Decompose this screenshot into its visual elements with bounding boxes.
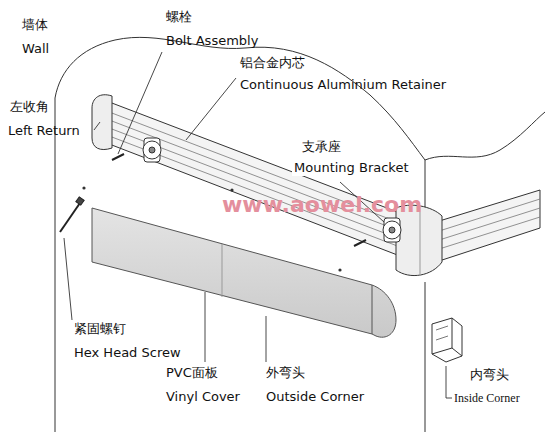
wall-label-zh: 墙体	[22, 18, 48, 33]
inside-corner	[432, 318, 462, 362]
leader-line	[64, 52, 452, 398]
vinyl-label-zh: PVC面板	[166, 366, 218, 381]
watermark: www.aowel.com	[222, 192, 422, 217]
mounting-bracket	[143, 138, 401, 242]
left-return-label: Left Return	[8, 124, 80, 139]
retainer-label: Continuous Aluminium Retainer	[240, 78, 446, 93]
left-return-label-zh: 左收角	[10, 100, 49, 115]
wall-outline	[55, 37, 545, 432]
left-return	[92, 95, 112, 150]
screw-label: Hex Head Screw	[74, 346, 181, 361]
wall-label: Wall	[22, 42, 49, 57]
inside-corner-label: Inside Corner	[454, 392, 520, 406]
screw-label-zh: 紧固螺钉	[74, 322, 126, 337]
bracket-label-zh: 支承座	[300, 140, 343, 155]
bracket-label: Mounting Bracket	[292, 161, 411, 176]
bolt-label: Bolt Assembly	[166, 34, 258, 49]
hex-head-screw	[60, 197, 84, 232]
corner-label-zh: 外弯头	[266, 366, 305, 381]
retainer-label-zh: 铝合金内芯	[240, 56, 305, 71]
corner-label: Outside Corner	[266, 390, 364, 405]
vinyl-cover	[92, 208, 396, 337]
inside-corner-label-zh: 内弯头	[470, 368, 509, 383]
vinyl-label: Vinyl Cover	[166, 390, 240, 405]
bolt-label-zh: 螺栓	[166, 10, 192, 25]
